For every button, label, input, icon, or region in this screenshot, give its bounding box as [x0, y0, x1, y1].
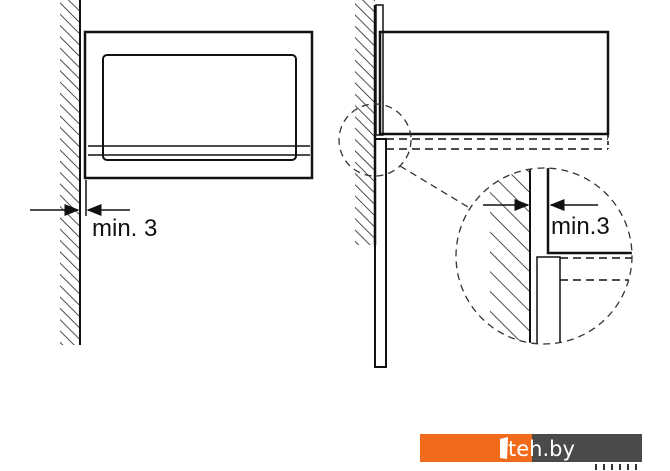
microwave-window	[102, 54, 297, 161]
wall-hatch	[60, 0, 80, 345]
left-figure: min. 3	[30, 0, 314, 345]
right-figure: min.3	[338, 0, 633, 368]
detail-circle-small	[338, 103, 412, 177]
min-gap-label-detail: min.3	[551, 213, 610, 240]
microwave-outline	[83, 30, 314, 180]
appliance-corner	[546, 168, 632, 255]
panel-detail	[536, 256, 561, 344]
detail-view: min.3	[455, 167, 633, 345]
detail-circle-large	[455, 167, 633, 345]
wall-hatch	[355, 0, 375, 245]
cabinet-side-panel	[374, 138, 387, 368]
appliance-outline	[378, 30, 610, 136]
logo-text: teh.by	[508, 437, 575, 461]
min-gap-label: min. 3	[92, 215, 157, 242]
detail-leader	[399, 165, 469, 208]
teh-by-logo: teh.by	[420, 434, 642, 470]
